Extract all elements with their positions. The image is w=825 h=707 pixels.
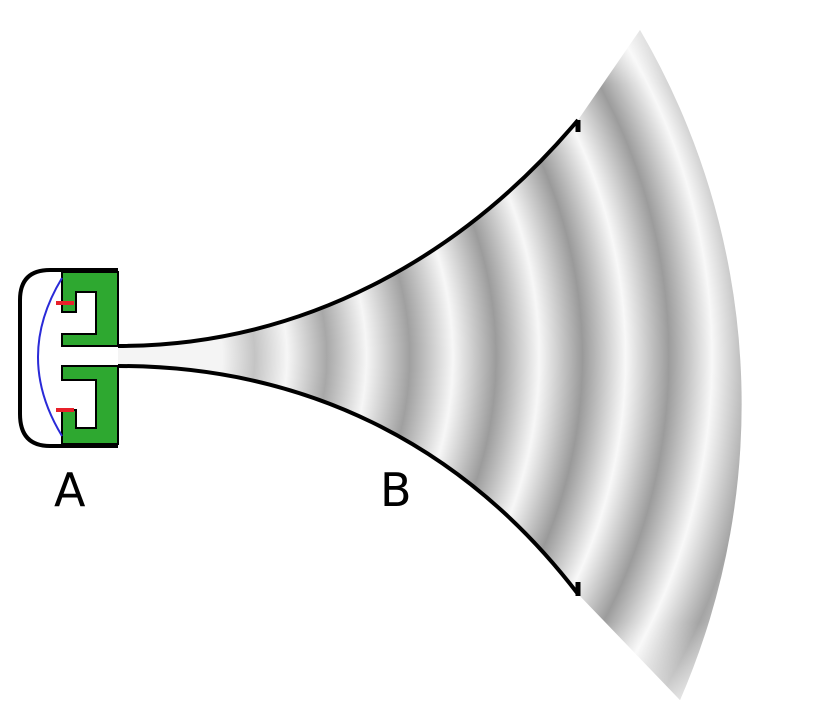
horn-interior-waves [118, 120, 578, 594]
sound-wave-fade [578, 30, 742, 700]
label-driver: A [54, 463, 86, 517]
label-horn: B [380, 463, 412, 517]
horn-upper-wall [117, 118, 580, 348]
upper-magnet [61, 271, 119, 347]
horn-lower-wall [117, 364, 580, 596]
diaphragm [37, 277, 63, 437]
lower-magnet [61, 365, 119, 445]
compression-driver [18, 268, 119, 448]
driver-housing [18, 268, 118, 448]
